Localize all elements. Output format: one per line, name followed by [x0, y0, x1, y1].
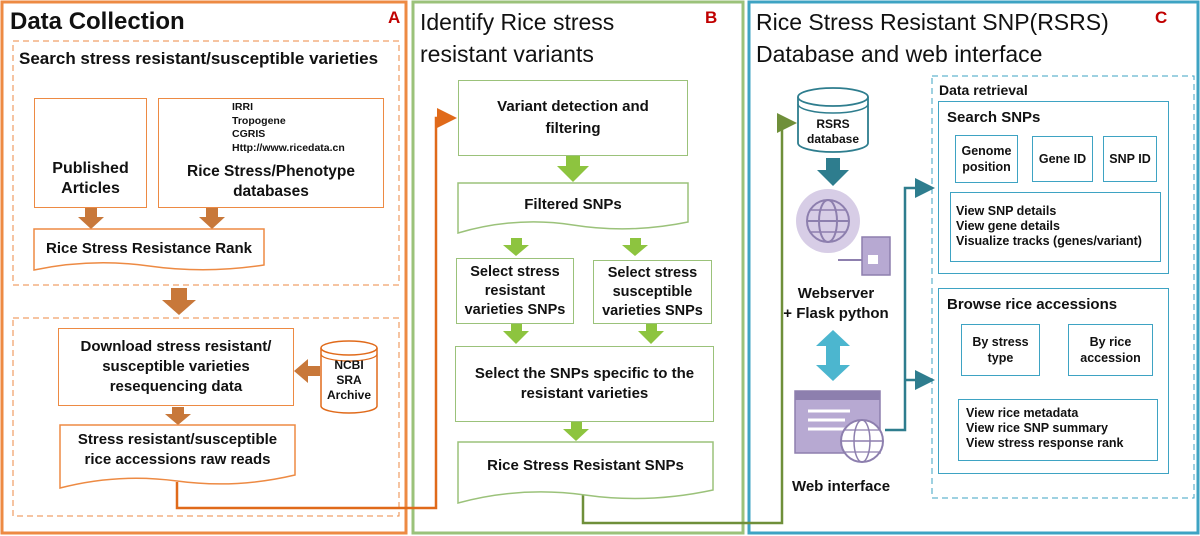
- search-snps-heading: Search SNPs: [947, 109, 1041, 126]
- raw-reads-box-shape: [59, 424, 296, 489]
- search-heading: Search stress resistant/susceptible vari…: [19, 49, 379, 68]
- rsrs-snps-box-shape: [457, 441, 714, 504]
- web-interface-icon: [794, 390, 884, 463]
- panel-c-letter: C: [1155, 8, 1168, 27]
- download-dashed-region: [12, 317, 400, 517]
- retrieval-dashed-region: [931, 75, 1195, 499]
- arrow-filtered-to-susceptible: [622, 238, 648, 256]
- panel-a-title: Data Collection: [10, 8, 185, 35]
- gene-id-option: Gene ID: [1032, 136, 1093, 182]
- panel-a-frame: [0, 0, 408, 535]
- panel-a-letter: A: [388, 8, 401, 27]
- browse-details-box: [958, 399, 1158, 461]
- search-details-list: View SNP details View gene details Visua…: [956, 204, 1142, 248]
- arrow-download-to-raw: [165, 407, 191, 425]
- ncbi-label: NCBI SRA Archive: [326, 358, 372, 402]
- resistant-snps-box: Select stress resistant varieties SNPs: [456, 258, 574, 324]
- database-list: IRRI Tropogene CGRIS Http://www.ricedata…: [232, 101, 345, 154]
- genome-position-option: Genome position: [955, 135, 1018, 183]
- filtered-snps-label: Filtered SNPs: [524, 196, 622, 213]
- arrow-articles-to-rank: [78, 208, 104, 229]
- raw-reads-label: Stress resistant/susceptible rice access…: [77, 431, 278, 468]
- double-arrow-webserver-interface: [816, 330, 850, 381]
- webserver-icon: [796, 189, 891, 276]
- databases-box: [158, 98, 384, 208]
- search-snps-panel: [938, 101, 1169, 274]
- data-retrieval-heading: Data retrieval: [939, 82, 1028, 98]
- arrow-resistant-to-specific: [503, 324, 529, 344]
- search-dashed-region: [12, 40, 400, 286]
- webserver-label: Webserver + Flask python: [783, 285, 889, 322]
- published-articles-box: Published Articles: [34, 98, 147, 208]
- panel-b-letter: B: [705, 8, 718, 27]
- rsrs-database-icon: [797, 87, 869, 153]
- arrow-database-to-webserver: [817, 158, 849, 186]
- connector-raw-to-variant: [175, 108, 457, 510]
- panel-b-frame: [411, 0, 745, 535]
- browse-details-list: View rice metadata View rice SNP summary…: [966, 406, 1124, 450]
- rank-box-shape: [33, 228, 265, 271]
- rsrs-snps-label: Rice Stress Resistant SNPs: [487, 457, 684, 474]
- connector-interface-to-search: [885, 178, 935, 432]
- arrow-specific-to-rsrs: [563, 422, 589, 441]
- search-details-box: [950, 192, 1161, 262]
- web-interface-label: Web interface: [791, 478, 891, 495]
- specific-snps-box: Select the SNPs specific to the resistan…: [455, 346, 714, 422]
- arrow-variant-to-filtered: [557, 156, 589, 182]
- filtered-box-shape: [457, 182, 689, 235]
- ncbi-cylinder-icon: [320, 340, 378, 414]
- arrow-ncbi-to-download: [294, 359, 320, 383]
- rsrs-database-label: RSRS database: [806, 117, 860, 146]
- arrow-databases-to-rank: [199, 208, 225, 229]
- arrow-rank-to-download: [162, 288, 196, 315]
- variant-detection-box: Variant detection and filtering: [458, 80, 688, 156]
- by-rice-accession-option: By rice accession: [1068, 324, 1153, 376]
- rank-label: Rice Stress Resistance Rank: [46, 240, 252, 257]
- databases-label: Rice Stress/Phenotype databases: [187, 163, 355, 200]
- arrow-filtered-to-resistant: [503, 238, 529, 256]
- by-stress-type-option: By stress type: [961, 324, 1040, 376]
- susceptible-snps-box: Select stress susceptible varieties SNPs: [593, 260, 712, 324]
- browse-accessions-panel: [938, 288, 1169, 474]
- connector-snps-to-database: [581, 113, 797, 525]
- panel-b-title: Identify Rice stress resistant variants: [420, 9, 615, 67]
- download-box: Download stress resistant/ susceptible v…: [58, 328, 294, 406]
- arrow-susceptible-to-specific: [638, 324, 664, 344]
- panel-c-frame: [747, 0, 1200, 535]
- snp-id-option: SNP ID: [1103, 136, 1157, 182]
- panel-c-title: Rice Stress Resistant SNP(RSRS) Database…: [756, 9, 1109, 67]
- browse-accessions-heading: Browse rice accessions: [947, 296, 1118, 313]
